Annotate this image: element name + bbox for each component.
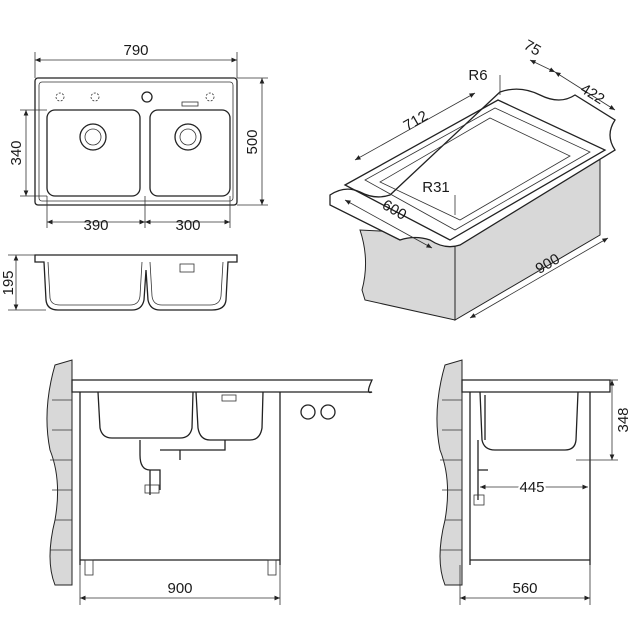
plan-view: 790 500 340 390 300 [8,42,268,234]
side-view: 348 445 560 [436,359,632,605]
left-drain [79,123,107,151]
profile-view: 195 [0,254,238,311]
dim-348: 348 [615,407,632,432]
dim-560: 560 [512,580,537,597]
front-view: 900 [46,359,374,605]
countertop-side [461,379,611,393]
tap-hole-circle [300,404,316,420]
dim-712: 712 [401,107,431,134]
tap-hole [141,91,153,103]
right-drain [174,123,202,151]
right-bowl [149,109,231,197]
dim-340: 340 [8,140,25,165]
dim-75: 75 [521,37,544,60]
wall [46,359,73,586]
label-r31: R31 [422,179,450,196]
left-bowl [46,109,141,197]
sink-outline [34,77,238,206]
dim-500: 500 [244,129,261,154]
dim-195: 195 [0,270,17,295]
dim-300: 300 [175,217,200,234]
iso-view: 712 600 900 R6 75 422 R31 [329,37,616,321]
dim-445: 445 [519,479,544,496]
tap-hole-circle [320,404,336,420]
dim-900-front: 900 [167,580,192,597]
dim-390: 390 [83,217,108,234]
dim-790: 790 [123,42,148,59]
countertop-front [71,379,374,394]
label-r6: R6 [468,67,487,84]
